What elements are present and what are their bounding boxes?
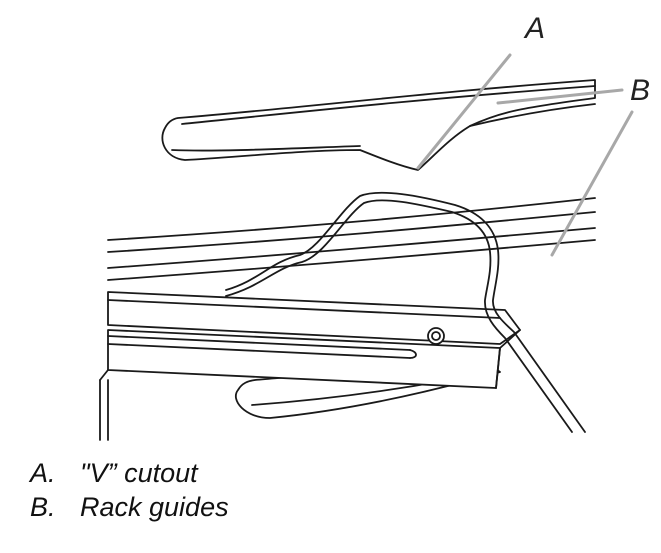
callout-b: B xyxy=(630,74,650,107)
callout-a: A xyxy=(523,12,545,45)
legend-item-a: A. "V” cutout xyxy=(30,456,229,490)
leader-line-b-upper xyxy=(496,88,624,105)
legend: A. "V” cutout B. Rack guides xyxy=(30,456,229,524)
legend-key-a: A. xyxy=(30,458,56,488)
legend-text-b: Rack guides xyxy=(80,492,229,522)
rack-guide-rails xyxy=(107,197,596,281)
legend-item-b: B. Rack guides xyxy=(30,490,229,524)
legend-text-a: "V” cutout xyxy=(80,458,198,488)
upper-rack-guide xyxy=(161,79,596,171)
rack-frame xyxy=(99,291,521,441)
leader-line-a xyxy=(416,53,512,170)
rack-wire xyxy=(225,191,586,433)
oven-rack-diagram: A B xyxy=(99,12,650,441)
leader-line-b-lower xyxy=(550,110,634,257)
legend-key-b: B. xyxy=(30,492,56,522)
